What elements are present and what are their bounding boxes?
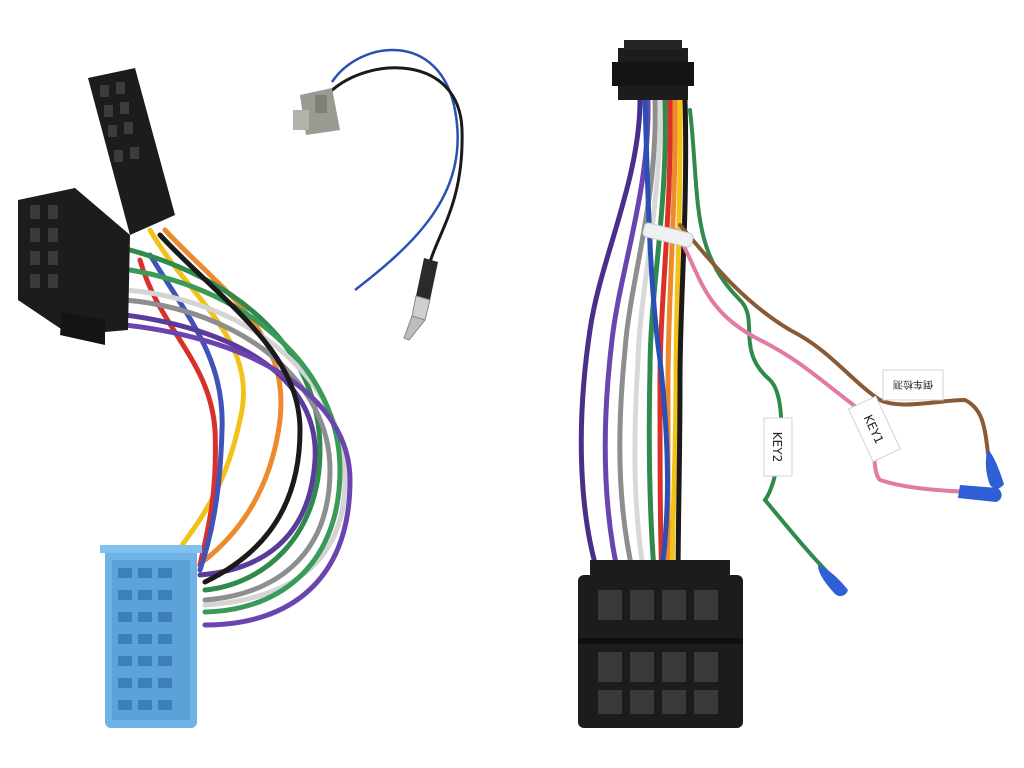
- right-wire-pink-key1: [673, 228, 987, 494]
- cap-pink-wire: [958, 485, 1002, 502]
- left-wire-red: [137, 257, 218, 568]
- left-iso-connector-large: [18, 188, 130, 345]
- right-harness: KEY2 KEY1 倒车检测: [578, 40, 1004, 728]
- key2-label: KEY2: [770, 432, 784, 462]
- left-wire-gray: [122, 297, 333, 603]
- key1-tag: KEY1: [847, 395, 901, 463]
- left-harness-wires: [122, 227, 353, 628]
- antenna-gray-plug: [293, 88, 340, 135]
- antenna-wire-black: [328, 66, 464, 263]
- left-harness: [18, 68, 353, 728]
- left-blue-vehicle-connector: [100, 545, 202, 728]
- left-wire-purple-2: [122, 322, 353, 628]
- blue-end-caps: [818, 450, 1004, 597]
- right-top-connector: [612, 40, 694, 100]
- antenna-male-plug: [403, 258, 438, 341]
- right-wire-yellow: [669, 97, 683, 585]
- antenna-wire-blue: [330, 48, 459, 291]
- cap-brown-wire: [985, 450, 1004, 489]
- right-wire-white: [632, 97, 663, 585]
- cap-green-wire: [818, 565, 848, 597]
- right-wire-purple-2: [602, 97, 651, 585]
- antenna-adapter: [293, 48, 464, 341]
- left-wire-black: [157, 232, 303, 585]
- left-wire-blue: [147, 252, 225, 573]
- right-cable-tie: [642, 222, 694, 248]
- left-wire-white: [122, 287, 348, 608]
- left-iso-connector-small: [88, 68, 175, 235]
- right-wire-brown: [678, 223, 992, 472]
- reverse-detect-label: 倒车检测: [893, 378, 933, 391]
- left-wire-purple-1: [122, 312, 318, 578]
- key2-tag: KEY2: [763, 417, 793, 477]
- right-wire-green-key2: [688, 108, 837, 582]
- right-wire-blue: [642, 97, 670, 585]
- right-iso-connector: [578, 560, 743, 728]
- reverse-detect-tag: 倒车检测: [882, 369, 944, 401]
- right-wire-green: [646, 97, 668, 585]
- left-wire-orange: [162, 227, 284, 563]
- right-wire-gray: [617, 97, 658, 585]
- right-harness-wires: [578, 97, 992, 585]
- right-wire-black: [675, 97, 689, 585]
- left-wire-green-1: [127, 247, 323, 593]
- right-wire-purple-1: [578, 97, 643, 583]
